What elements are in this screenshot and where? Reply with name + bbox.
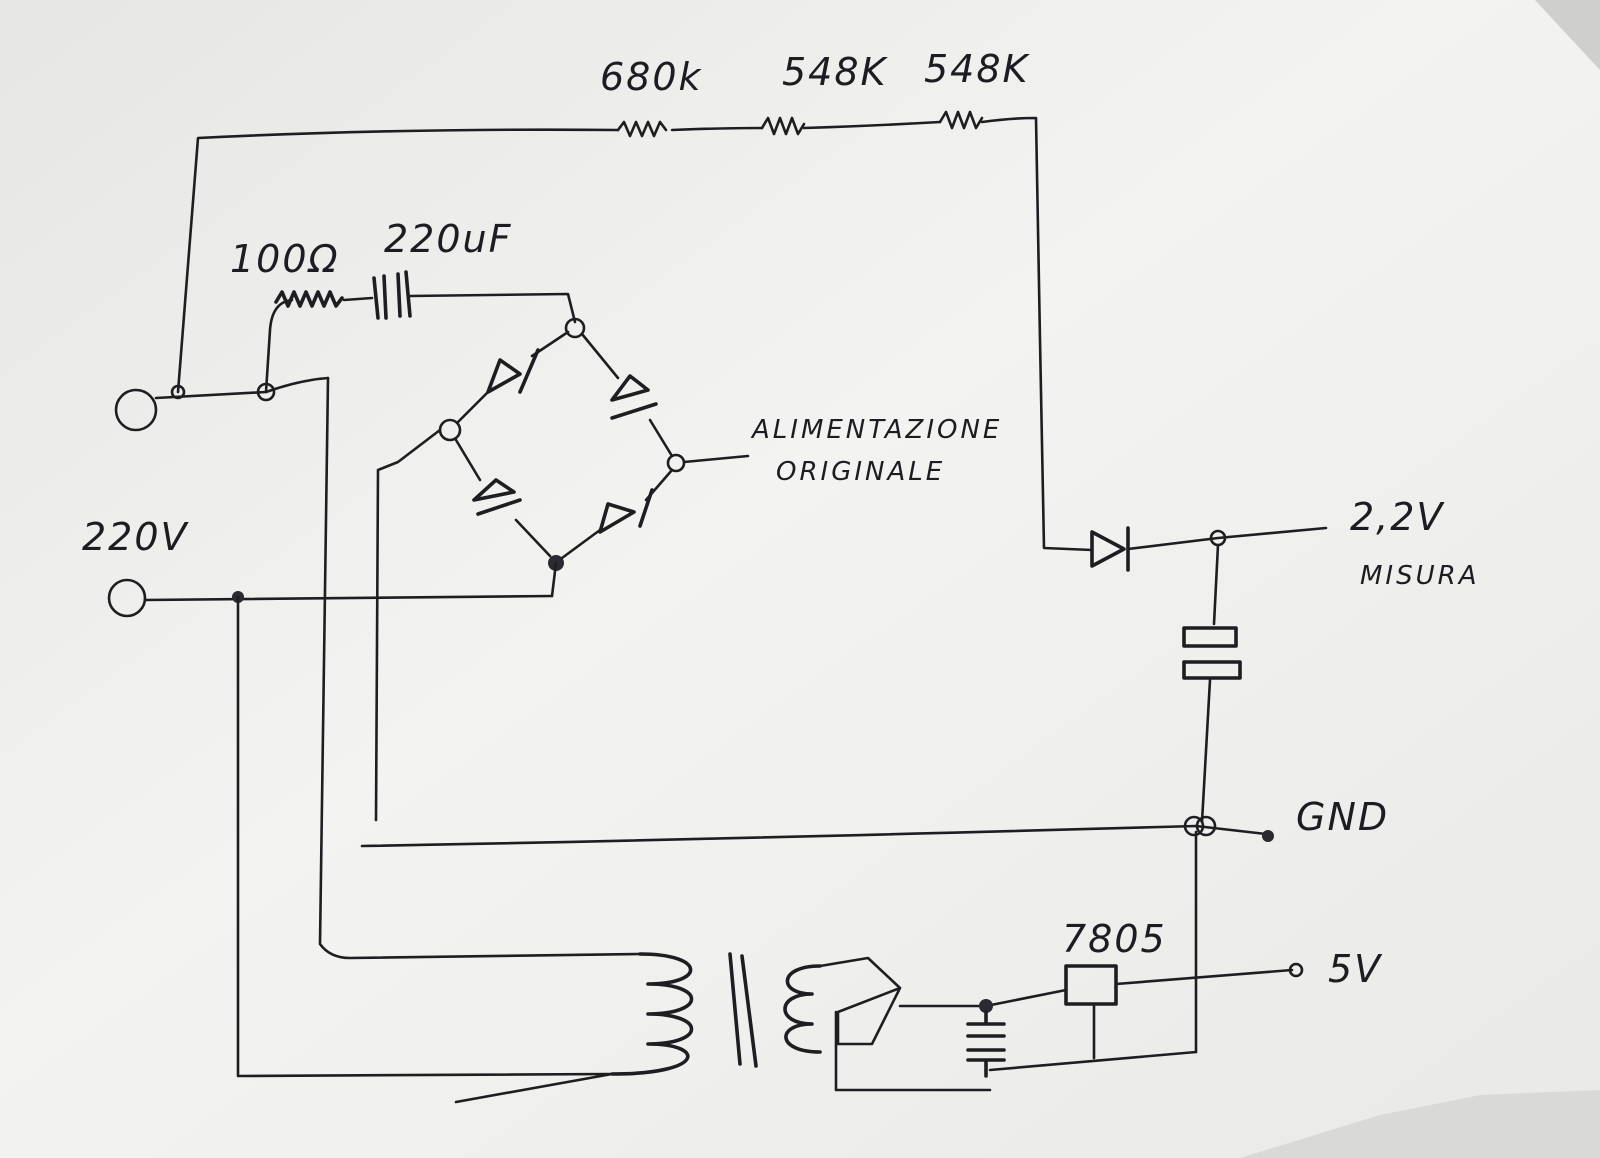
bridge-node-top xyxy=(564,317,586,339)
label-548k-1: 548K xyxy=(782,50,889,94)
wire-top-right xyxy=(980,116,1094,552)
wire-680k-548k xyxy=(670,126,764,132)
bridge-wire-tr xyxy=(580,332,674,458)
resistor-548k-2 xyxy=(938,110,984,130)
paper-edge-shadow xyxy=(1535,0,1600,70)
wire-top-left xyxy=(176,128,620,394)
rectifier-secondary xyxy=(818,956,992,1092)
junction-filter xyxy=(979,999,993,1013)
wire-mains-bottom xyxy=(143,594,554,602)
label-548k-2: 548K xyxy=(924,47,1031,91)
transformer-core xyxy=(728,952,758,1068)
label-misura: MISURA xyxy=(1360,561,1480,591)
label-100ohm: 100Ω xyxy=(230,237,340,281)
resistor-548k-1 xyxy=(760,116,806,136)
label-alimentazione: ALIMENTAZIONE xyxy=(750,415,1002,445)
capacitor-220uf xyxy=(372,270,412,320)
label-220uf: 220uF xyxy=(384,217,512,261)
label-7805: 7805 xyxy=(1062,917,1167,961)
wire-bridge-bottom xyxy=(550,561,558,598)
wire-cap-top xyxy=(1212,543,1220,626)
label-2-2v: 2,2V xyxy=(1350,495,1445,539)
wire-bridge-out xyxy=(682,454,750,464)
capacitor-output xyxy=(1182,626,1242,680)
label-220v: 220V xyxy=(82,515,190,559)
regulator-7805 xyxy=(1064,964,1118,1006)
wire-bridge-left-down xyxy=(374,428,442,822)
terminal-5v xyxy=(1288,962,1304,978)
wire-reg-gnd xyxy=(988,1002,1198,1072)
wire-5v xyxy=(1114,968,1294,986)
junction-gnd-b xyxy=(1195,815,1217,837)
mains-terminal-bottom xyxy=(107,578,147,618)
mains-terminal-top xyxy=(114,388,158,432)
junction-mains-a xyxy=(170,384,186,400)
label-5v: 5V xyxy=(1328,947,1383,991)
label-gnd: GND xyxy=(1296,795,1389,839)
diode-bridge-br xyxy=(598,488,654,534)
gnd-terminal xyxy=(1262,830,1274,842)
wire-mains-to-transformer-b xyxy=(236,595,614,1104)
wire-mains-to-transformer-a xyxy=(318,376,642,960)
transformer-secondary xyxy=(783,964,822,1054)
capacitor-filter xyxy=(966,1010,1006,1078)
diode-bridge-bl xyxy=(472,478,522,516)
junction-gnd-a xyxy=(1183,815,1205,837)
wire-r-c xyxy=(342,296,374,302)
wire-gnd xyxy=(360,824,1268,848)
wire-548k-548k xyxy=(802,120,942,130)
label-680k: 680k xyxy=(600,55,703,99)
bridge-wire-bl xyxy=(454,438,552,558)
resistor-680k xyxy=(616,120,668,138)
wire-rc-up xyxy=(264,298,294,394)
resistor-100ohm xyxy=(274,290,344,308)
wire-cap-bottom xyxy=(1200,678,1212,824)
label-originale: ORIGINALE xyxy=(776,457,945,487)
transformer-primary xyxy=(610,952,694,1076)
diode-bridge-tr xyxy=(610,374,658,420)
wire-output xyxy=(1126,526,1328,551)
wire-c-bridge xyxy=(408,292,577,324)
diode-bridge-tl xyxy=(486,348,540,394)
